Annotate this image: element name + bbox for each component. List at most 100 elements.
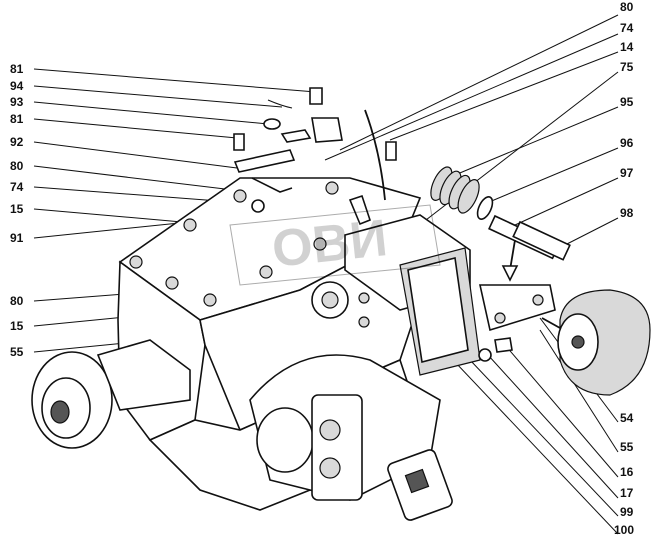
callout-96: 96 [620, 136, 634, 150]
rod-end [251, 177, 293, 193]
valve-bracket [344, 214, 556, 376]
seal-96 [476, 196, 494, 220]
leader-95 [454, 106, 619, 176]
callout-92: 92 [10, 135, 24, 149]
callout-80-left: 80 [10, 159, 24, 173]
callout-74-right: 74 [620, 21, 634, 35]
callout-94: 94 [10, 79, 24, 93]
output-assembly [249, 354, 453, 521]
leader-17 [487, 354, 619, 499]
bolt [358, 292, 370, 304]
cotter-94 [267, 99, 293, 109]
callout-15-lower: 15 [10, 319, 24, 333]
control-cable [364, 109, 386, 201]
callout-74-left: 74 [10, 180, 24, 194]
leader-81-top [33, 68, 317, 93]
bolt-81 [233, 133, 245, 151]
leader-80-right [339, 14, 619, 151]
bolt [259, 265, 273, 279]
washer-16 [478, 348, 492, 362]
bolt-17 [494, 337, 513, 353]
bolt [358, 316, 370, 328]
washer-93 [263, 118, 281, 130]
lever-92 [233, 149, 296, 173]
end-flange-bore [404, 468, 430, 494]
leader-93 [33, 101, 269, 125]
bolt [165, 276, 179, 290]
callout-99: 99 [620, 505, 634, 519]
plate-hole [319, 457, 341, 479]
leader-99 [469, 359, 619, 517]
bracket-hole [494, 312, 506, 324]
arrow-head-icon [501, 265, 519, 282]
washer-74 [251, 199, 265, 213]
bolt [183, 218, 197, 232]
actuator-54 [541, 289, 651, 396]
top-linkage [233, 87, 397, 226]
leader-74-right [324, 33, 619, 161]
callout-14: 14 [620, 40, 634, 54]
callout-91: 91 [10, 231, 24, 245]
watermark-text: ОВИ [269, 209, 391, 279]
callout-80-lower: 80 [10, 294, 24, 308]
output-drum [256, 407, 314, 473]
bolt [325, 181, 339, 195]
bolt [233, 189, 247, 203]
callout-17: 17 [620, 486, 634, 500]
callout-75: 75 [620, 60, 634, 74]
bolt [203, 293, 217, 307]
output-flange-plate [311, 394, 363, 501]
callout-95: 95 [620, 95, 634, 109]
callout-81: 81 [10, 112, 24, 126]
lid-bolts [129, 181, 370, 328]
plate-hole [319, 419, 341, 441]
left-pulley [31, 339, 191, 449]
leader-14 [389, 51, 619, 141]
leader-75 [399, 71, 619, 241]
bolt [129, 255, 143, 269]
bolt [313, 237, 327, 251]
actuator-rod [541, 317, 561, 329]
callout-54: 54 [620, 411, 634, 425]
pulley-hub [50, 400, 70, 424]
callout-98: 98 [620, 206, 634, 220]
callout-55-left: 55 [10, 345, 24, 359]
leader-98 [564, 217, 619, 246]
watermark [229, 204, 441, 286]
callout-81-top: 81 [10, 62, 24, 76]
bolt-14 [385, 141, 397, 161]
actuator-stem [571, 335, 585, 349]
leader-81 [33, 118, 238, 139]
callout-55-right: 55 [620, 440, 634, 454]
clevis-block [311, 117, 343, 143]
leader-94 [33, 85, 283, 108]
leader-16 [504, 344, 619, 478]
spring-cylinder-assembly [430, 166, 571, 282]
arrow-shaft [509, 239, 516, 271]
leader-97 [514, 177, 619, 226]
watermark-frame [229, 204, 441, 286]
leader-15-left [33, 208, 183, 223]
callout-16: 16 [620, 465, 634, 479]
callout-15-left: 15 [10, 202, 24, 216]
leader-96 [481, 147, 619, 206]
bracket-hole [532, 294, 544, 306]
stud-91 [348, 194, 371, 226]
leader-55-right [539, 329, 619, 453]
leader-100 [454, 361, 619, 535]
callout-93: 93 [10, 95, 24, 109]
leader-92 [33, 141, 238, 169]
callout-80-right: 80 [620, 0, 634, 14]
callout-100: 100 [614, 523, 635, 537]
leader-80-left [33, 165, 251, 193]
sleeve-98 [512, 220, 571, 261]
pin-81 [309, 87, 323, 105]
plate-100 [407, 257, 469, 363]
link-plate [280, 129, 312, 143]
pulley-mount-bracket [96, 339, 191, 411]
housing-flange-hub [321, 291, 339, 309]
spring-95 [430, 166, 480, 214]
callout-97: 97 [620, 166, 634, 180]
